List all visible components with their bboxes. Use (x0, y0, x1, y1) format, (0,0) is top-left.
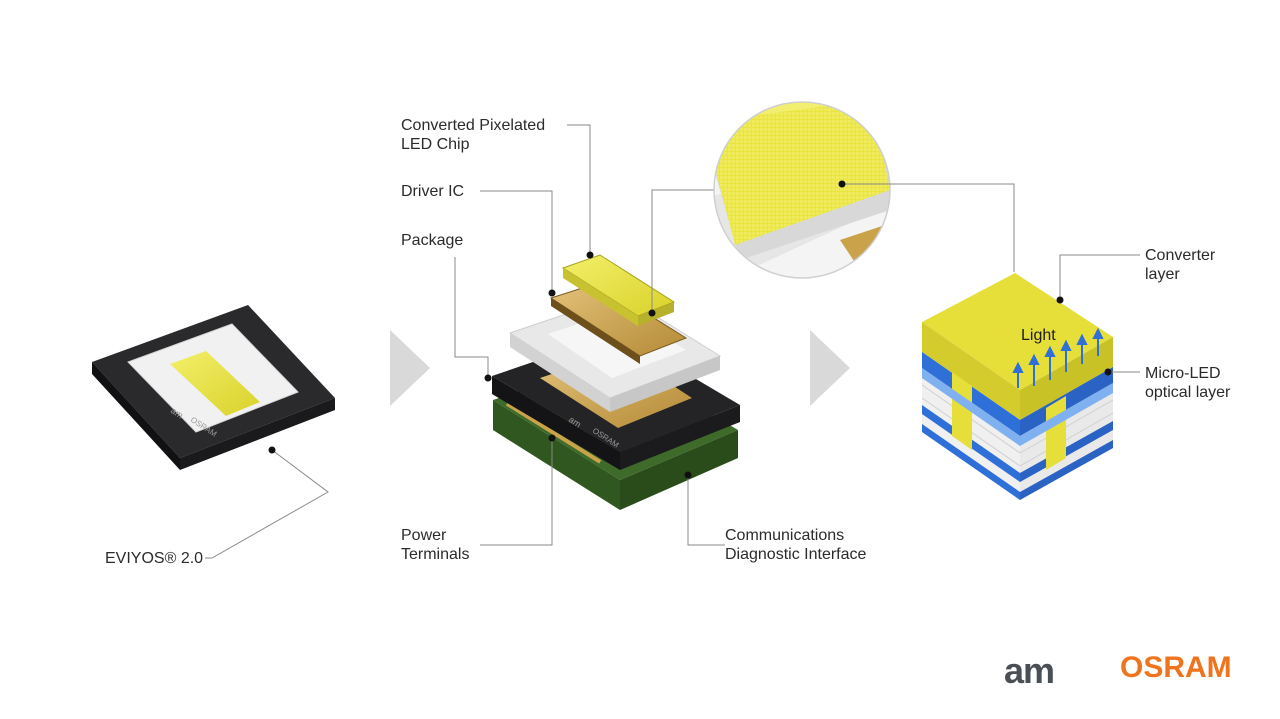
label-converted-chip: Converted Pixelated LED Chip (401, 117, 546, 153)
label-power-terminals: Power Terminals (401, 527, 470, 563)
label-comm-interface: Communications Diagnostic Interface (725, 527, 867, 563)
right-leaders (1059, 254, 1140, 373)
logo-am: am (1004, 650, 1055, 691)
right-leader-dots (1056, 296, 1112, 376)
leader-eviyos (205, 449, 329, 559)
magnifier-dot (838, 180, 846, 188)
magnifier-leader (842, 183, 1015, 272)
light-arrow-icon (1012, 327, 1104, 388)
label-driver-ic: Driver IC (401, 183, 465, 200)
label-light: Light (1021, 327, 1056, 344)
magnifier-view (713, 101, 891, 279)
exploded-stack (492, 254, 740, 510)
chevron-right-icon (390, 330, 430, 406)
leader-dot (268, 446, 276, 454)
label-eviyos: EVIYOS® 2.0 (105, 550, 204, 567)
label-package: Package (401, 232, 464, 249)
label-micro-led: Micro-LED optical layer (1145, 365, 1231, 401)
center-leader-dots (484, 251, 692, 479)
center-leaders (454, 124, 725, 546)
eviyos-package (92, 305, 335, 470)
logo-osram: OSRAM (1120, 651, 1232, 684)
label-converter-layer: Converter layer (1145, 247, 1216, 283)
chevron-right-icon (810, 330, 850, 406)
